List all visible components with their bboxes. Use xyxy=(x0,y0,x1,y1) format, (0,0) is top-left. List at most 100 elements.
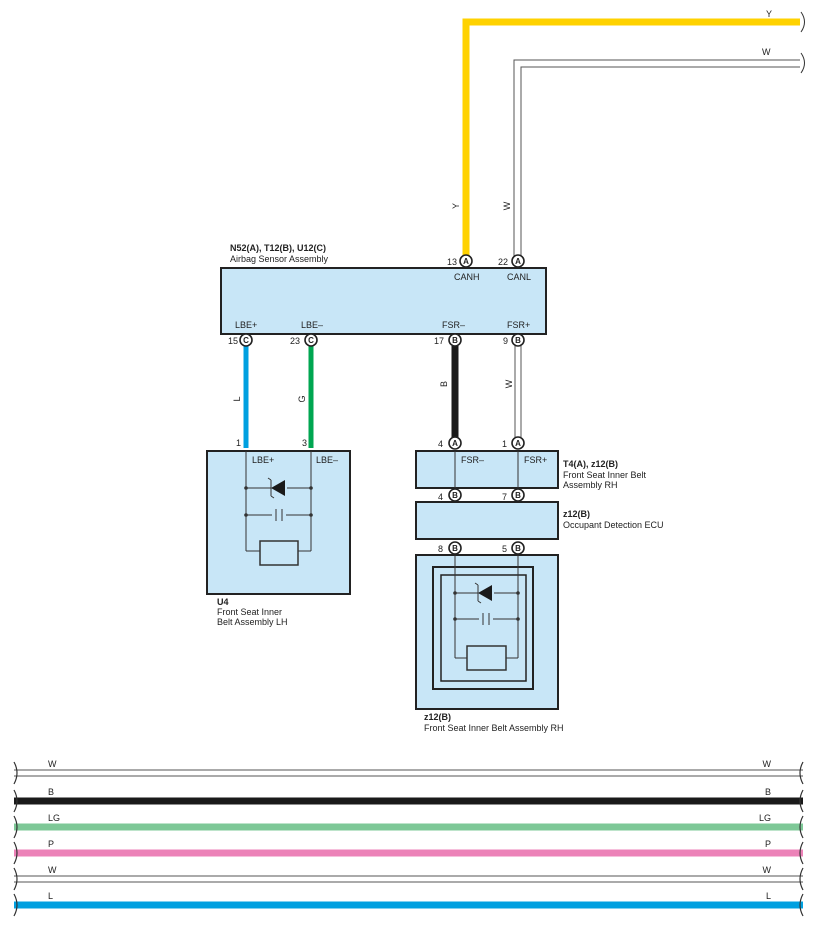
belt-rh-name: Front Seat Inner Belt Assembly RH xyxy=(424,723,564,733)
break-mark xyxy=(799,867,804,891)
occupant-ecu-box xyxy=(415,501,559,540)
belt-rh-connector-signal: FSR– xyxy=(461,455,484,465)
pin-connector: A xyxy=(463,257,469,266)
top-wire-w-side-label: W xyxy=(502,201,512,210)
bus-wire-left-label: LG xyxy=(48,813,60,823)
bus-wire-left-label: L xyxy=(48,891,53,901)
break-mark xyxy=(800,52,805,74)
break-mark xyxy=(799,815,804,839)
capacitor-icon xyxy=(275,509,283,521)
connector-pin xyxy=(511,333,525,347)
pin-number: 8 xyxy=(438,544,443,554)
belt-rh-connector-signal: FSR+ xyxy=(524,455,547,465)
belt-rh-outer-box xyxy=(415,554,559,710)
zener-diode-icon xyxy=(271,480,285,496)
connector-pin xyxy=(448,333,462,347)
break-mark xyxy=(799,893,804,917)
break-mark xyxy=(13,789,18,813)
break-mark xyxy=(799,761,804,785)
belt-rh-connector-codes: T4(A), z12(B) xyxy=(563,459,618,469)
pin-signal: LBE– xyxy=(301,320,323,330)
bus-wire-line xyxy=(14,875,803,883)
belt-lh-name-line2: Belt Assembly LH xyxy=(217,617,288,627)
airbag-sensor-assembly: N52(A), T12(B), U12(C) Airbag Sensor Ass… xyxy=(220,243,547,335)
belt-rh-connector: FSR– FSR+ 4 A 1 A T4(A), z12(B) Front Se… xyxy=(415,436,647,502)
zener-diode-icon xyxy=(478,585,492,601)
belt-lh-signal: LBE– xyxy=(316,455,338,465)
pin-number: 5 xyxy=(502,544,507,554)
top-wire-y: Y Y xyxy=(451,9,805,258)
pin-number: 4 xyxy=(438,439,443,449)
top-wire-w: W W xyxy=(502,47,805,258)
pin-connector: A xyxy=(452,439,458,448)
belt-rh-connector-name-line1: Front Seat Inner Belt xyxy=(563,470,647,480)
bus-wire-line xyxy=(14,769,803,777)
bus-wire-left-label: W xyxy=(48,759,57,769)
pin-signal: FSR– xyxy=(442,320,465,330)
connector-pin xyxy=(511,436,525,450)
connector-pin xyxy=(511,254,525,268)
pin-signal: FSR+ xyxy=(507,320,530,330)
mid-wire-label: W xyxy=(504,379,514,388)
airbag-sensor-box xyxy=(220,267,547,335)
bus-wire-left-label: P xyxy=(48,839,54,849)
airbag-sensor-bottom-pins: 15 C 23 C 17 B 9 B xyxy=(228,333,525,347)
pin-signal: CANL xyxy=(507,272,531,282)
bus-wire-left-label: W xyxy=(48,865,57,875)
break-mark xyxy=(13,841,18,865)
top-wire-w-outline xyxy=(513,59,800,258)
bus-wire-right-label: LG xyxy=(759,813,771,823)
belt-lh-box xyxy=(206,450,351,595)
break-mark xyxy=(799,841,804,865)
break-mark xyxy=(799,789,804,813)
pin-connector: B xyxy=(515,491,521,500)
pin-connector: A xyxy=(515,439,521,448)
pin-connector: B xyxy=(515,336,521,345)
pin-number: 3 xyxy=(302,438,307,448)
pin-connector: B xyxy=(515,544,521,553)
pin-number: 13 xyxy=(447,257,457,267)
capacitor-icon xyxy=(482,613,490,625)
mid-wire-label: L xyxy=(232,396,242,401)
break-mark xyxy=(13,867,18,891)
occupant-ecu-code: z12(B) xyxy=(563,509,590,519)
top-wire-y-side-label: Y xyxy=(451,203,461,209)
pin-number: 23 xyxy=(290,336,300,346)
bus-wire-right-label: L xyxy=(766,891,771,901)
belt-rh-circuit xyxy=(453,555,520,671)
break-mark xyxy=(800,11,805,33)
pin-signal: CANH xyxy=(454,272,480,282)
pin-signal: LBE+ xyxy=(235,320,257,330)
pin-number: 7 xyxy=(502,492,507,502)
connector-pin xyxy=(304,333,318,347)
pin-connector: A xyxy=(515,257,521,266)
belt-lh-code: U4 xyxy=(217,597,229,607)
pin-connector: C xyxy=(243,336,249,345)
mid-wire-label: G xyxy=(297,395,307,402)
top-wire-w-end-label: W xyxy=(762,47,771,57)
belt-lh-name-line1: Front Seat Inner xyxy=(217,607,282,617)
airbag-sensor-connectors: N52(A), T12(B), U12(C) xyxy=(230,243,326,253)
airbag-sensor-name: Airbag Sensor Assembly xyxy=(230,254,329,264)
pin-number: 22 xyxy=(498,257,508,267)
bus-wire-right-label: W xyxy=(763,865,772,875)
bus-wire-left-label: B xyxy=(48,787,54,797)
pin-number: 1 xyxy=(502,439,507,449)
pin-number: 9 xyxy=(503,336,508,346)
break-mark xyxy=(13,815,18,839)
pin-connector: C xyxy=(308,336,314,345)
bus-wire-lg: LG LG xyxy=(13,813,804,839)
belt-rh-inner-frame xyxy=(440,574,527,682)
connector-pin xyxy=(459,254,473,268)
occupant-detection-ecu: z12(B) Occupant Detection ECU 8 B 5 B xyxy=(415,501,664,555)
pin-connector: B xyxy=(452,544,458,553)
mid-wire-w-outline xyxy=(514,346,522,437)
bus-wire-right-label: P xyxy=(765,839,771,849)
belt-rh-connector-name-line2: Assembly RH xyxy=(563,480,618,490)
